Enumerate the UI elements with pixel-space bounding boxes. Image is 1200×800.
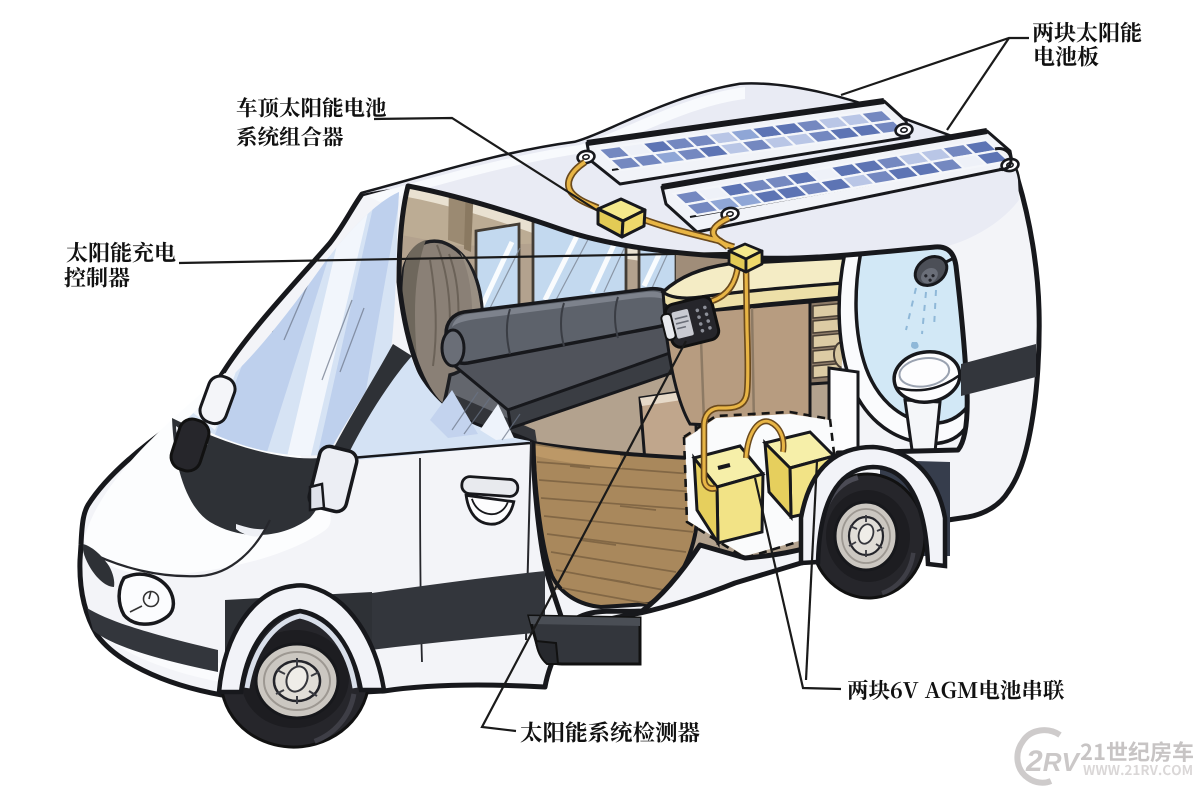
svg-text:2RV: 2RV: [1025, 745, 1081, 778]
